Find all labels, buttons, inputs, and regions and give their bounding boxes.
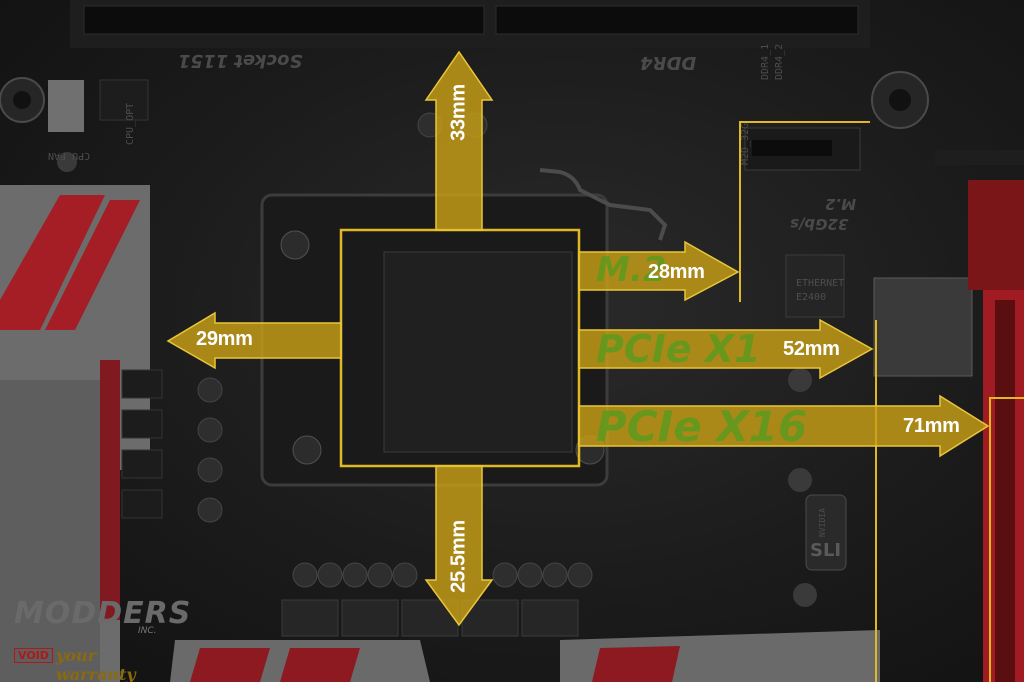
ethernet-silkscreen: ETHERNET <box>796 278 845 289</box>
mosfet-column <box>121 369 163 519</box>
ethernet-model-silkscreen: E2400 <box>796 292 827 303</box>
logo-tagline: your warranty <box>56 646 136 682</box>
logo-inc-text: INC. <box>138 626 157 636</box>
capacitor-row <box>197 377 593 588</box>
cpu-fan-silkscreen: CPU FAN <box>48 150 91 161</box>
arrow-left <box>166 311 342 370</box>
boundary-lines <box>739 121 1024 682</box>
measurement-arrows <box>166 50 990 627</box>
modders-inc-logo: MODDERS INC. VOID your warranty <box>10 596 190 682</box>
arrow-pcie-x16 <box>578 394 990 458</box>
cpu-ihs <box>383 251 573 453</box>
vrm-heatsink-left <box>0 185 150 682</box>
dimm-label-2: DDR4_2 <box>774 43 785 80</box>
dimm-slot-1 <box>83 5 485 35</box>
sli-badge <box>805 494 847 571</box>
pcie-slots-red <box>935 150 1024 682</box>
nvidia-silkscreen: NVIDIA <box>817 508 827 537</box>
m2-speed-silkscreen: 32Gb/s <box>790 215 849 233</box>
pcie-x1-slot-label: PCIe X1 <box>596 327 761 371</box>
arrow-up <box>424 50 494 231</box>
vrm-heatsink-bottom <box>170 630 880 682</box>
cpu-fan-header <box>48 80 84 132</box>
arrow-m2 <box>578 240 740 302</box>
measurement-pcie-x16-label: 71mm <box>903 415 960 437</box>
measurement-pcie-x1-label: 52mm <box>783 338 840 360</box>
ethernet-logo-badge <box>785 254 845 318</box>
sli-silkscreen: SLI <box>810 540 842 561</box>
m2-connector <box>752 140 832 156</box>
measurement-down-label: 25.5mm <box>447 520 470 593</box>
ethernet-controller-chip <box>873 277 973 377</box>
m2-code-silkscreen: M2D_32G <box>740 122 751 165</box>
choke-row <box>281 599 579 637</box>
measurement-left-label: 29mm <box>196 328 253 350</box>
dimm-label-1: DDR4_1 <box>760 43 771 80</box>
measurement-up-label: 33mm <box>447 84 470 141</box>
logo-main-text: MODDERS <box>14 596 192 631</box>
m2-name-silkscreen: M.2 <box>825 195 857 213</box>
measurement-m2-label: 28mm <box>648 261 705 283</box>
dimm-slot-2 <box>495 5 859 35</box>
ddr4-silkscreen: DDR4 <box>640 52 697 73</box>
m2-slot-label: M.2 <box>596 250 667 290</box>
arrow-down <box>424 465 494 627</box>
arrow-pcie-x1 <box>578 318 874 380</box>
pcie-x16-slot-label: PCIe X16 <box>596 402 808 451</box>
cpu-opt-header <box>99 79 149 121</box>
cpu-opt-silkscreen: CPU_OPT <box>125 102 136 145</box>
logo-void-badge: VOID <box>14 648 53 663</box>
socket-silkscreen: Socket 1151 <box>178 50 303 71</box>
